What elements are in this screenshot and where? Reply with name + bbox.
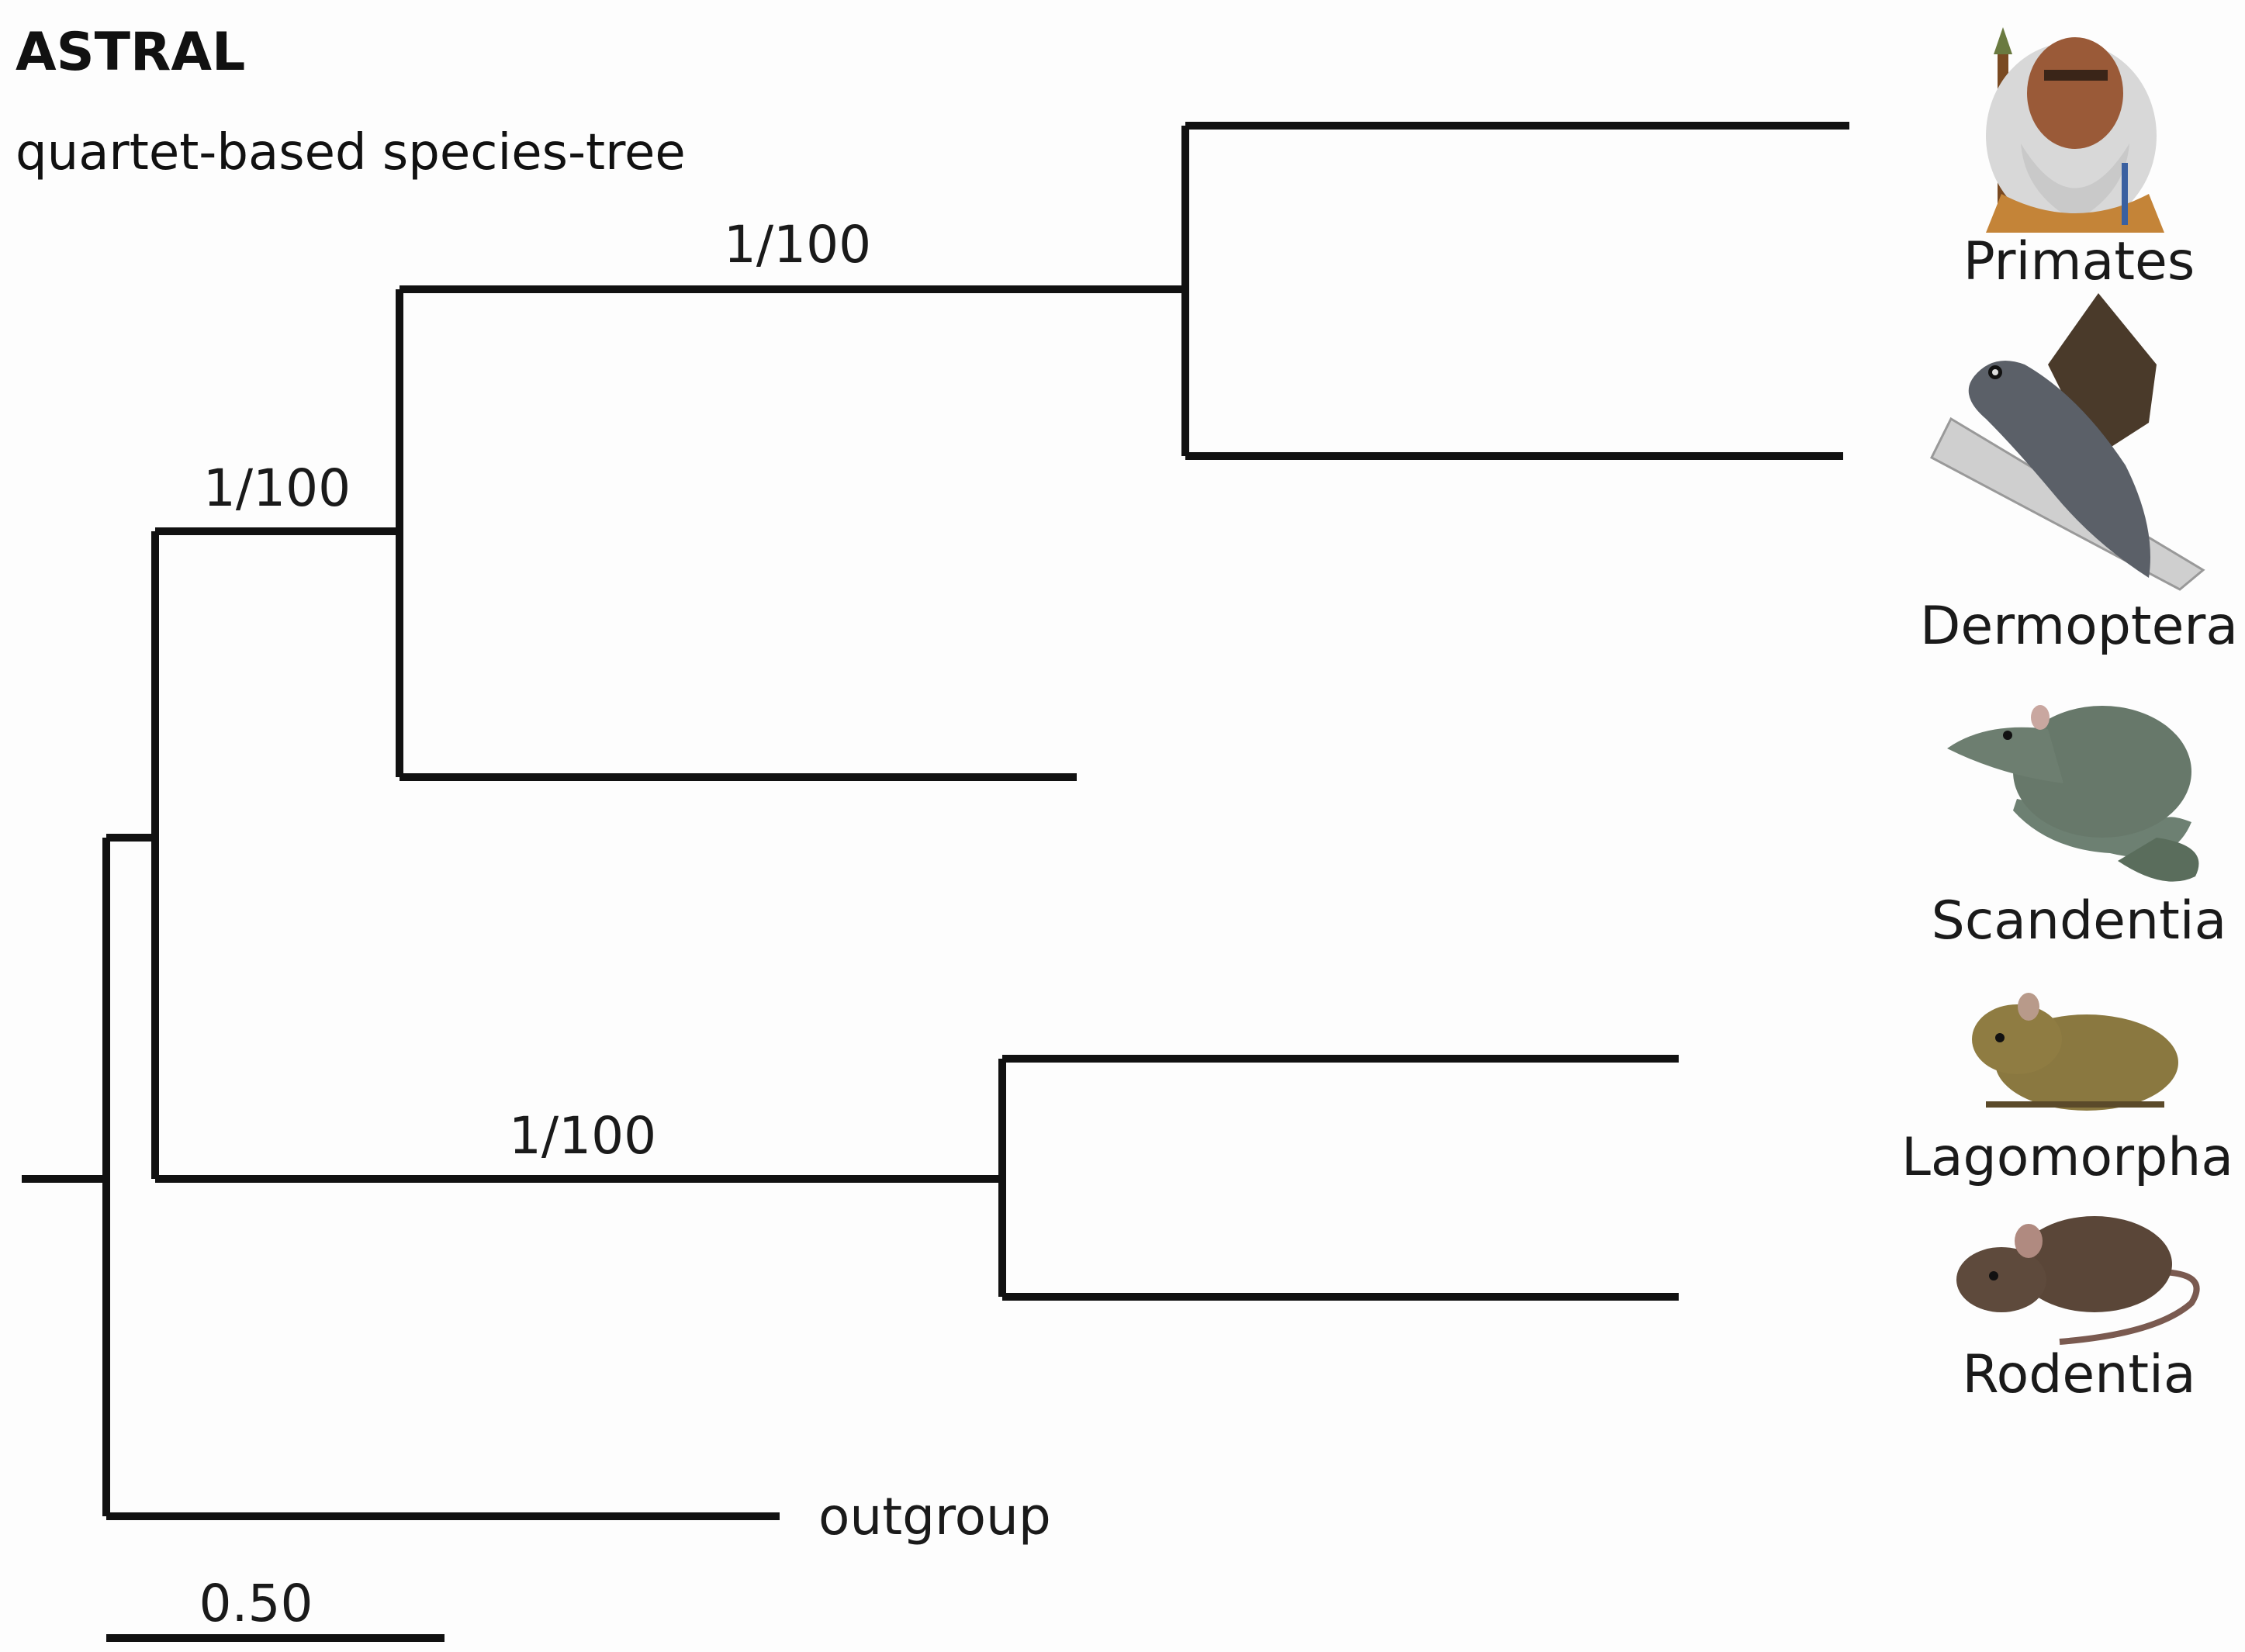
support-label-primatomorpha: 1/100 — [724, 215, 871, 275]
support-label-euarchonta: 1/100 — [203, 458, 351, 518]
taxon-label-dermoptera: Dermoptera — [1920, 596, 2238, 657]
pika-icon — [1972, 993, 2178, 1111]
taxon-label-scandentia: Scandentia — [1932, 890, 2227, 952]
treeshrew-icon — [1947, 705, 2199, 882]
support-label-glires: 1/100 — [509, 1106, 656, 1166]
taxon-label-outgroup: outgroup — [818, 1487, 1051, 1547]
taxon-label-lagomorpha: Lagomorpha — [1901, 1127, 2233, 1188]
taxon-label-rodentia: Rodentia — [1962, 1344, 2195, 1405]
taxon-label-primates: Primates — [1963, 231, 2195, 292]
human-head-icon — [1986, 27, 2164, 233]
scale-bar-label: 0.50 — [199, 1574, 313, 1633]
colugo-icon — [1930, 293, 2205, 591]
figure-subtitle: quartet-based species-tree — [16, 124, 686, 181]
mouse-icon — [1956, 1216, 2200, 1345]
figure-title: ASTRAL — [16, 22, 246, 83]
tree-branches — [22, 122, 1849, 1642]
